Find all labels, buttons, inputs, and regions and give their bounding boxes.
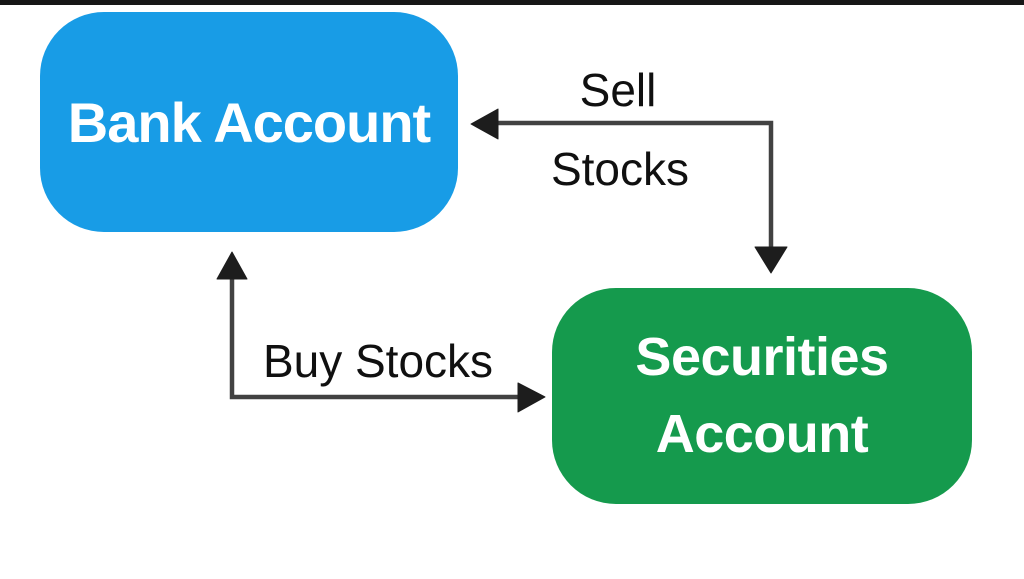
node-securities-account-label-line1: Securities — [635, 327, 889, 388]
edge-label-sell: Sell — [579, 64, 657, 116]
node-bank-account: Bank Account — [40, 12, 458, 232]
arrowhead-left-into-bank-icon — [470, 108, 499, 140]
node-securities-account: Securities Account — [552, 288, 972, 504]
top-edge-bar — [0, 0, 1024, 5]
node-securities-account-label: Securities Account — [635, 319, 889, 472]
edge-label-buy-stocks: Buy Stocks — [262, 335, 494, 387]
edge-buy-stocks — [216, 251, 546, 413]
edge-label-sell-stocks: Stocks — [550, 143, 690, 195]
arrowhead-down-into-securities-icon — [754, 246, 788, 274]
node-bank-account-label: Bank Account — [67, 90, 431, 154]
node-securities-account-label-line2: Account — [655, 404, 869, 464]
arrowhead-right-into-securities-icon — [517, 382, 546, 413]
arrowhead-up-into-bank-icon — [216, 251, 248, 280]
